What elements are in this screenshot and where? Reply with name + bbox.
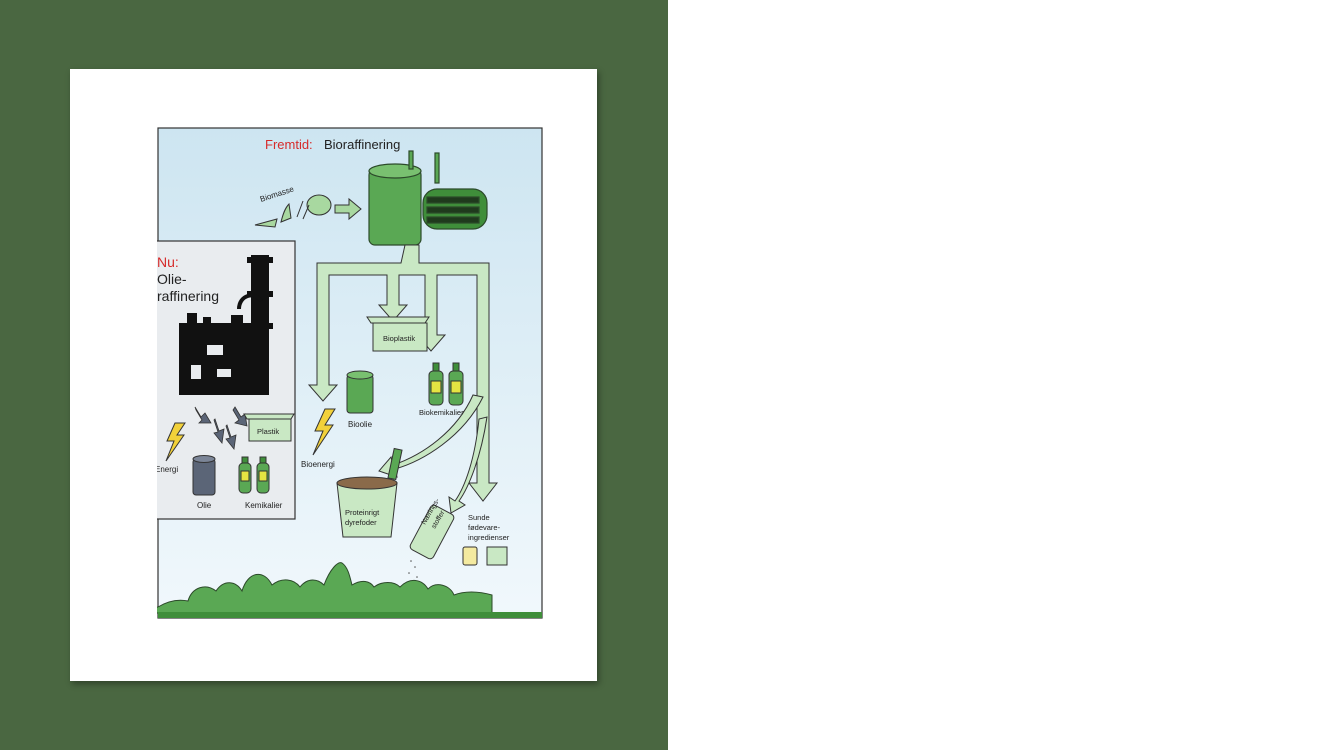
now-title-line2: raffinering: [157, 288, 219, 304]
slide-right-panel: [668, 0, 1333, 750]
refinery-windows: [191, 345, 231, 379]
barrel-icon: [346, 370, 374, 414]
now-prefix: Nu:: [157, 254, 179, 270]
now-arrows: [194, 406, 248, 450]
biorefinery-illustration: Fremtid: Bioraffinering Biomasse: [157, 127, 543, 619]
future-prefix: Fremtid:: [265, 137, 313, 152]
chemicals-bottle-icon: [238, 456, 270, 494]
illustration-card: Fremtid: Bioraffinering Biomasse: [70, 69, 597, 681]
food-label-line1: Sunde: [468, 513, 490, 522]
biomass-icon: [254, 194, 332, 228]
feed-label-line1: Proteinrigt: [345, 508, 380, 517]
tree-icon: [157, 562, 493, 614]
bioplastic-label: Bioplastik: [383, 334, 415, 343]
plastic-label: Plastik: [257, 427, 279, 436]
biomass-arrow: [334, 197, 362, 221]
now-title-line1: Olie-: [157, 271, 187, 287]
plastic-crate-icon: [243, 413, 295, 442]
oil-barrel-icon: [192, 455, 216, 496]
bio-oil-label: Bioolie: [348, 420, 373, 429]
biochemicals-label: Biokemikalier: [419, 408, 464, 417]
food-jar-icon: [462, 546, 508, 566]
food-label-line3: ingredienser: [468, 533, 510, 542]
chemicals-label: Kemikalier: [245, 501, 283, 510]
future-title: Bioraffinering: [324, 137, 400, 152]
nutrients-can-icon: [409, 504, 455, 560]
food-label-line2: fødevare-: [468, 523, 501, 532]
crate-icon: [366, 316, 430, 352]
energy-lightning-icon: [165, 422, 186, 462]
feed-label-line2: dyrefoder: [345, 518, 377, 527]
refinery-icon: [179, 255, 273, 395]
energy-label: Energi: [157, 465, 178, 474]
bioenergy-label: Bioenergi: [301, 460, 335, 469]
slide-left-panel: Fremtid: Bioraffinering Biomasse: [0, 0, 668, 750]
bioenergy-lightning-icon: [312, 408, 336, 456]
bottle-icon: [428, 362, 464, 406]
ground: [158, 612, 542, 618]
biorefinery-tank-icon: [368, 150, 488, 246]
bucket-icon: [336, 447, 403, 538]
oil-label: Olie: [197, 501, 212, 510]
